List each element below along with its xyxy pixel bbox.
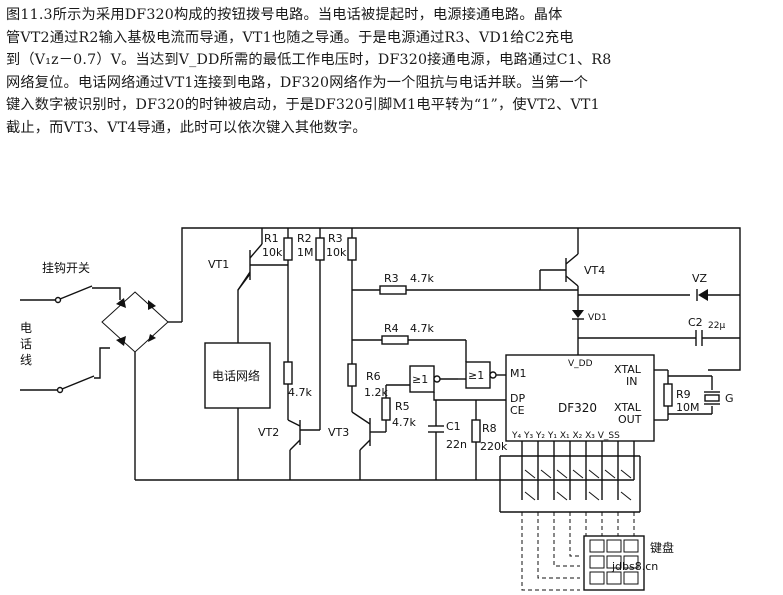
hook-switch-label: 挂钩开关: [42, 261, 90, 275]
r2-label: R2: [297, 232, 312, 245]
phone-line-bottom-wire: [20, 347, 110, 391]
pin-dp: DP: [510, 392, 525, 405]
c1-label: C1: [446, 420, 461, 433]
keyboard-label: 键盘: [650, 540, 674, 555]
pin-xtal-in: XTAL: [614, 363, 642, 376]
keyboard-switch-array: [499, 441, 641, 591]
r3b-value: 4.7k: [410, 272, 434, 285]
text-line: 网络复位。电话网络通过VT1连接到电路，DF320网络作为一个阻抗与电话并联。当…: [6, 74, 589, 91]
text-line: 管VT2通过R2输入基极电流而导通，VT1也随之导通。于是电源通过R3、VD1给…: [6, 29, 574, 46]
crystal-label: G: [725, 392, 734, 405]
r4-label: R4: [384, 322, 399, 335]
r3b-label: R3: [384, 272, 399, 285]
gate1-symbol: ≥1: [412, 373, 428, 386]
c1-value: 22n: [446, 438, 467, 451]
vt3-transistor: [351, 411, 386, 480]
text-line: 截止，而VT3、VT4导通，此时可以依次键入其他数字。: [6, 119, 367, 136]
r1-label: R1: [264, 232, 279, 245]
vd1-label: VD1: [588, 313, 607, 323]
vt1-label: VT1: [208, 258, 229, 271]
r4-resistor: [352, 335, 467, 362]
r8-label: R8: [482, 422, 497, 435]
pin-ce: CE: [510, 404, 525, 417]
r5-value: 4.7k: [392, 416, 416, 429]
r6-value: 1.2k: [364, 386, 388, 399]
pin-xtal-out: OUT: [618, 413, 642, 426]
vd1-diode: [572, 310, 584, 355]
vt2-transistor: [287, 419, 320, 480]
c2-capacitor: [578, 330, 740, 346]
r2-resistor: [315, 228, 325, 430]
vt3-label: VT3: [328, 426, 349, 439]
phone-network-label: 电话网络: [212, 368, 260, 383]
nor-gate-2: [465, 361, 506, 389]
vt2-label: VT2: [258, 426, 279, 439]
pin-xtal-in: IN: [626, 375, 637, 388]
hook-switch: [54, 285, 95, 394]
crystal-g: [668, 375, 720, 415]
vt1-collector-wire: [237, 273, 251, 343]
description-text: 图11.3所示为采用DF320构成的按钮拨号电路。当电话被提起时，电源接通电路。…: [6, 4, 776, 140]
ic-label: DF320: [558, 401, 597, 415]
gate2-symbol: ≥1: [468, 369, 484, 382]
r7-resistor: [283, 361, 293, 420]
r3-label: R3: [328, 232, 343, 245]
bridge-rectifier: [101, 291, 182, 480]
r8-value: 220k: [480, 440, 508, 453]
gate-feedback-wire: [433, 392, 506, 401]
df320-chip: [505, 354, 655, 442]
r3b-resistor: [352, 285, 578, 295]
c1-capacitor: [428, 400, 444, 480]
r2-value: 1M: [297, 246, 314, 259]
phone-line-label: 电: [20, 321, 32, 335]
r3-value: 10k: [326, 246, 347, 259]
text-line: 图11.3所示为采用DF320构成的按钮拨号电路。当电话被提起时，电源接通电路。…: [6, 7, 563, 23]
vz-label: VZ: [692, 272, 708, 285]
c2-value: 22μ: [708, 321, 725, 331]
r5-label: R5: [395, 400, 410, 413]
pin-m1: M1: [510, 367, 527, 380]
r6-resistor: [347, 363, 357, 412]
phone-line-label: 线: [20, 353, 32, 367]
r9-value: 10M: [676, 401, 700, 414]
text-line: 键入数字被识别时，DF320的时钟被启动，于是DF320引脚M1电平转为“1”，…: [6, 97, 600, 114]
r6-label: R6: [366, 370, 381, 383]
r3-resistor: [347, 228, 357, 364]
phone-line-top-wire: [20, 287, 121, 301]
pin-vdd: V_DD: [568, 359, 593, 369]
nor-gate-1: [409, 365, 458, 393]
vt4-transistor: [539, 228, 579, 310]
r5-resistor: [381, 384, 410, 432]
vz-zener: [578, 289, 740, 301]
c2-label: C2: [688, 316, 703, 329]
r4-value: 4.7k: [410, 322, 434, 335]
phone-line-label: 话: [20, 337, 32, 351]
vt4-label: VT4: [584, 264, 605, 277]
r8-resistor: [471, 400, 481, 480]
pin-xtal-out: XTAL: [614, 401, 642, 414]
r7-value: 4.7k: [288, 386, 312, 399]
text-line: 到（V₁ᴢ－0.7）V。当达到V_DD所需的最低工作电压时，DF320接通电源，…: [6, 52, 612, 69]
phone-network-box: [204, 342, 271, 409]
r1-value: 10k: [262, 246, 283, 259]
watermark: jdbs8.cn: [611, 560, 658, 573]
vt1-transistor: [237, 228, 288, 291]
top-rail-wire: [181, 227, 741, 371]
pin-row: Y₄ Y₃ Y₂ Y₁ X₁ X₂ X₃ V_SS: [511, 431, 620, 441]
r9-resistor: [654, 369, 673, 421]
r9-label: R9: [676, 388, 691, 401]
keypad: [583, 535, 645, 591]
r1-resistor: [283, 228, 293, 362]
